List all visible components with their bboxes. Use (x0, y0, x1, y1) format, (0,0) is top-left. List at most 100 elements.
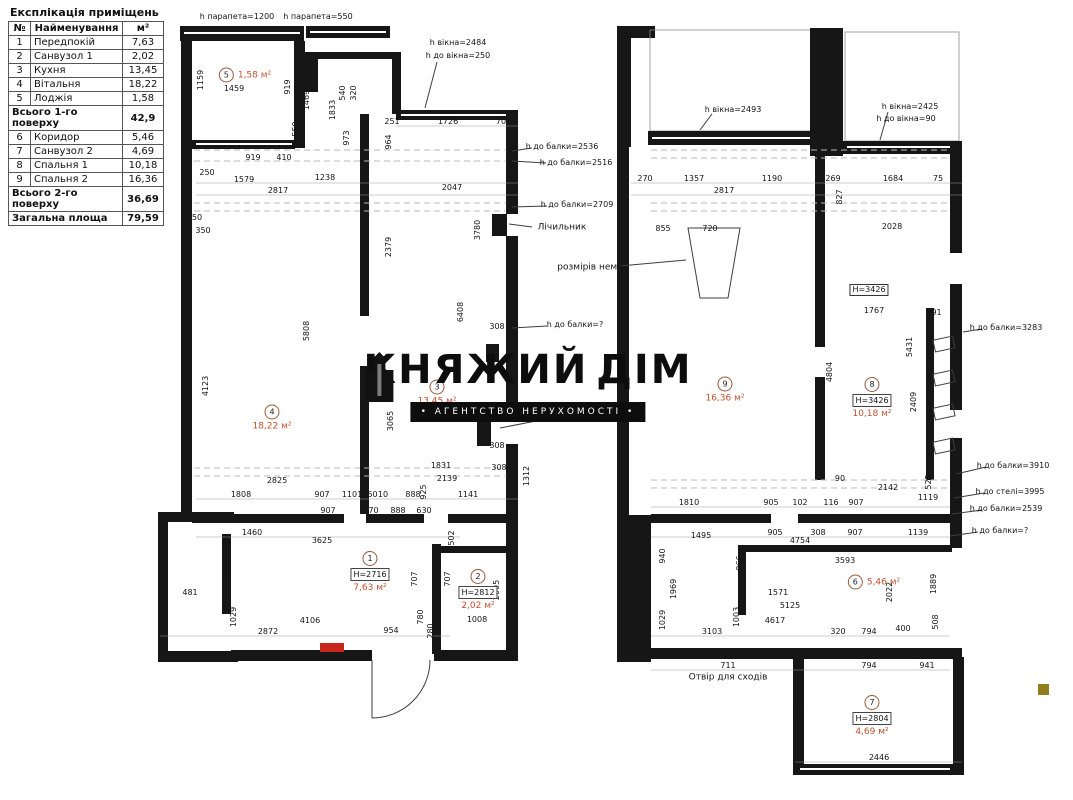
dimension-label: 270 (637, 174, 653, 183)
dimension-label: 1008 (466, 615, 488, 624)
room-area: 4,69 м² (855, 727, 889, 737)
cell-name: Санвузол 1 (30, 49, 123, 64)
cell-area: 79,59 (122, 211, 164, 226)
dimension-label: 308 (489, 322, 505, 331)
col-area: м² (122, 21, 164, 36)
height-note: h до вікна=90 (876, 114, 936, 123)
cell-number: 6 (8, 130, 31, 145)
cell-name: Передпокій (30, 35, 123, 50)
height-note: h до балки=? (971, 526, 1029, 535)
dimension-label: 350 (195, 226, 211, 235)
cell-number: 7 (8, 144, 31, 159)
dimension-label: 954 (383, 626, 399, 635)
note-label: Лічильник (537, 222, 587, 233)
dimension-label: 1460 (241, 528, 263, 537)
brand-name-right: ДІМ (596, 347, 693, 393)
height-note: h парапета=550 (283, 12, 353, 21)
room-area: 16,36 м² (705, 393, 745, 404)
dimension-label: 391 (926, 308, 942, 317)
dimension-label: 116 (823, 498, 839, 507)
dimension-label: 1767 (863, 306, 885, 315)
room-number: 7 (864, 695, 880, 710)
brand-name-left: КНЯЖИЙ (363, 347, 589, 393)
dimension-label: 907 (848, 498, 864, 507)
dimension-label: 720 (702, 224, 718, 233)
dimension-label: 1141 (457, 490, 479, 499)
cell-name: Вітальня (30, 77, 123, 92)
height-note: h до балки=2539 (969, 504, 1043, 513)
first-floor-walls (158, 26, 548, 719)
dimension-label: 1808 (230, 490, 252, 499)
dimension-label: 1726 (437, 117, 459, 126)
dimension-label: 2817 (267, 186, 289, 195)
dimension-label: 90 (834, 474, 846, 483)
dimension-label: 308 (810, 528, 826, 537)
room-number: 6 (847, 574, 863, 590)
red-marker (320, 643, 344, 652)
cell-area: 10,18 (122, 158, 164, 173)
dimension-label: 2825 (266, 476, 288, 485)
room-area: 18,22 м² (252, 421, 292, 432)
table-header-row: № Найменування м² (8, 21, 164, 36)
dimension-label: 2139 (436, 474, 458, 483)
height-note: h вікна=2484 (429, 38, 487, 47)
room-number: 9 (717, 376, 733, 392)
cell-number: 8 (8, 158, 31, 173)
dimension-label: 5125 (779, 601, 801, 610)
cell-name: Санвузол 2 (30, 144, 123, 159)
olive-marker (1038, 684, 1049, 695)
room-label-3: 313,45 м² (417, 379, 457, 407)
cell-name: Всього 1-го поверху (8, 105, 123, 131)
dimension-label: 4754 (789, 536, 811, 545)
room-number: 5 (218, 67, 234, 83)
room-number: 2 (470, 569, 486, 584)
explication-table: Експлікація приміщень № Найменування м² … (8, 6, 164, 226)
dimension-label: 2817 (713, 186, 735, 195)
height-note: h до балки=? (546, 320, 604, 329)
room-height: H=3426 (852, 394, 892, 407)
cell-number: 5 (8, 91, 31, 106)
height-note: h до балки=3910 (976, 461, 1050, 470)
room-area: 1,58 м² (237, 70, 272, 80)
cell-area: 42,9 (122, 105, 164, 131)
dimension-label: 1357 (683, 174, 705, 183)
room-area: 7,63 м² (353, 583, 387, 593)
dimension-label: 269 (825, 174, 841, 183)
dimension-label: 75 (932, 174, 944, 183)
room-area: 13,45 м² (417, 397, 456, 407)
dimension-label: 888 (390, 506, 406, 515)
dimension-label: 3103 (701, 627, 723, 636)
cell-area: 2,02 (122, 49, 164, 64)
room-number: 8 (864, 377, 880, 392)
dimension-label: 2047 (441, 183, 463, 192)
dimension-label: 1684 (882, 174, 904, 183)
height-note: h до стелі=3995 (975, 487, 1045, 496)
dimension-label: 1571 (767, 588, 789, 597)
col-name: Найменування (30, 21, 123, 36)
cell-name: Загальна площа (8, 211, 123, 226)
cell-number: 1 (8, 35, 31, 50)
cell-name: Спальня 1 (30, 158, 123, 173)
explication-title: Експлікація приміщень (10, 6, 159, 19)
cell-area: 16,36 (122, 172, 164, 187)
dimension-label: H=3426 (849, 284, 889, 296)
dimension-label: 907 (847, 528, 863, 537)
dimension-label: 907 (320, 506, 336, 515)
dimension-label: 70 (495, 117, 507, 126)
dimension-label: 2142 (877, 483, 899, 492)
dimension-label: 711 (720, 661, 736, 670)
dimension-label: 2446 (868, 753, 890, 762)
room-height: H=2812 (458, 586, 498, 599)
dimension-label: 855 (655, 224, 671, 233)
